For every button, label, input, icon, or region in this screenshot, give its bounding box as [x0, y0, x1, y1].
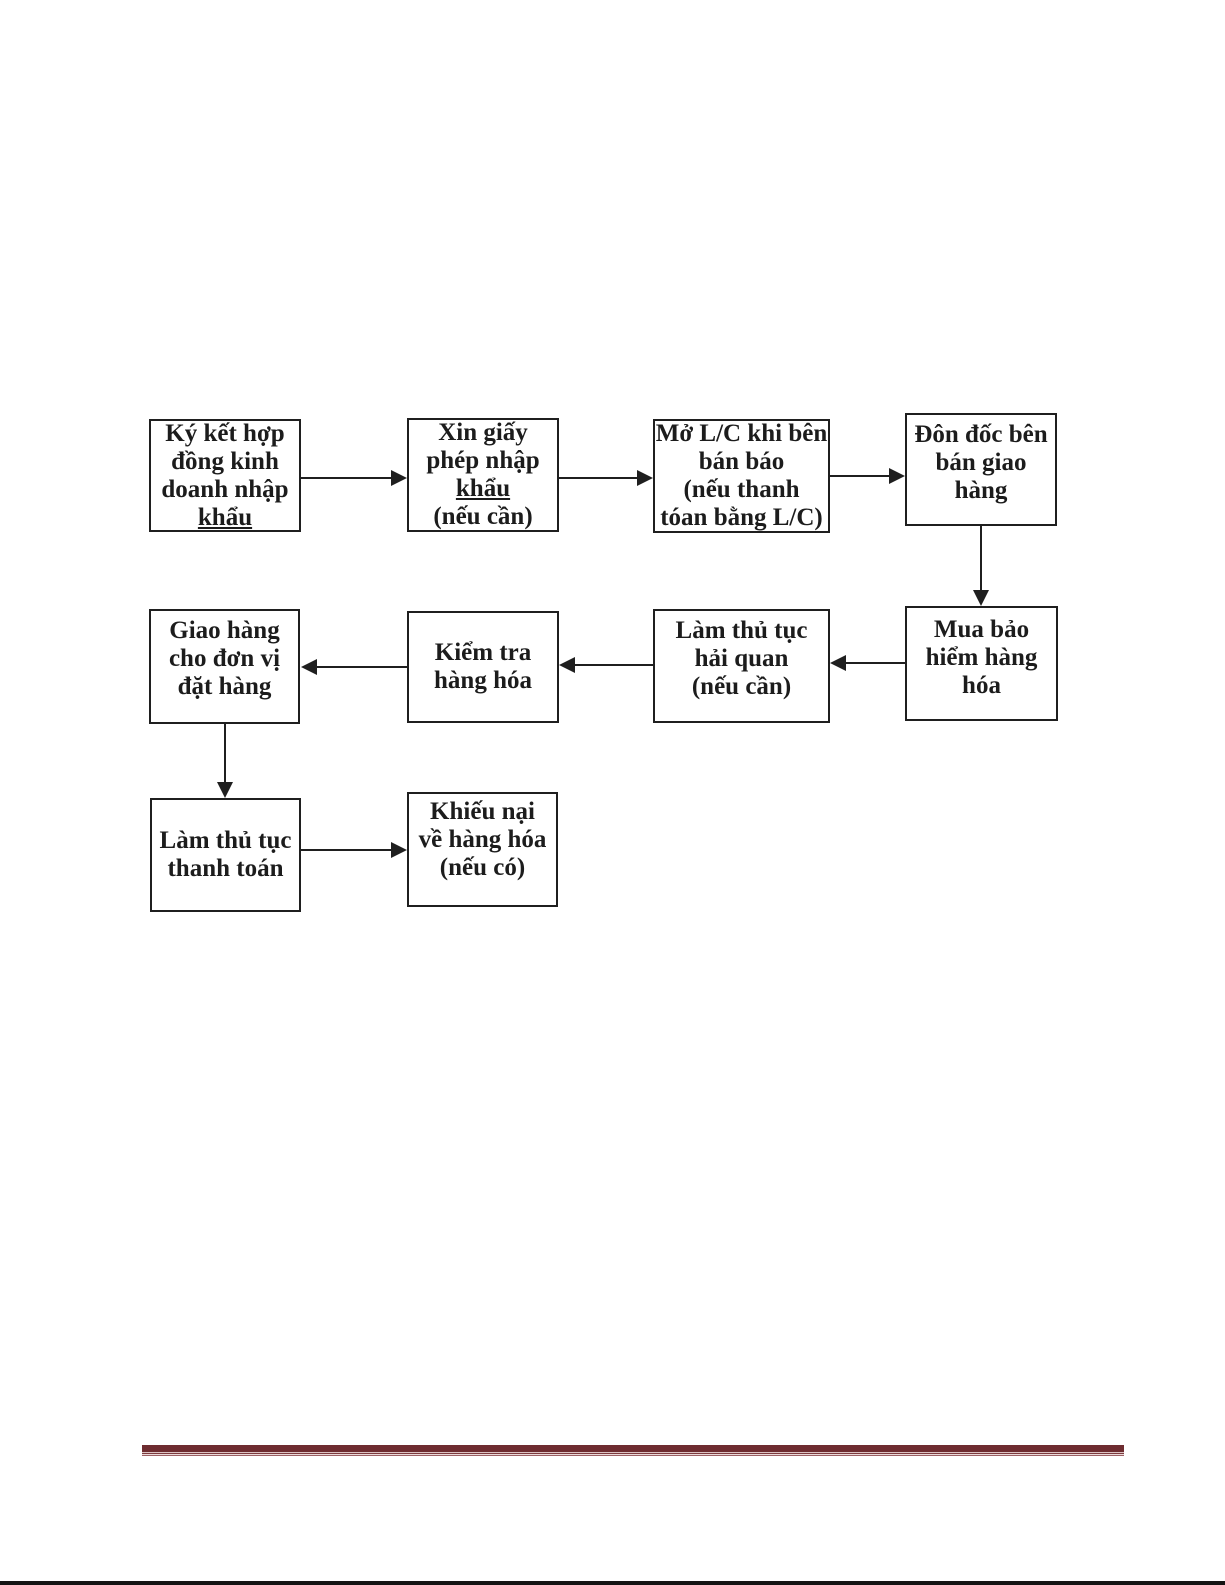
node-text-line: (nếu có) [439, 854, 526, 881]
node-text-line: đồng kinh [171, 447, 279, 475]
arrow-n3-n4 [830, 475, 891, 477]
node-text-line: thanh toán [167, 855, 284, 882]
flow-node-urge-seller-delivery: Đôn đốc bên bán giao hàng [905, 413, 1057, 526]
arrow-n5-n6 [846, 662, 905, 664]
arrowhead-n2-n3 [637, 470, 653, 486]
flow-node-payment-procedures: Làm thủ tục thanh toán [150, 798, 301, 912]
flow-node-inspect-goods: Kiểm tra hàng hóa [407, 611, 559, 723]
node-text-line: phép nhập [426, 447, 540, 474]
node-text-line: Đôn đốc bên [914, 421, 1048, 448]
node-text-line: hải quan [694, 645, 789, 672]
node-text-line: hàng hóa [434, 667, 532, 694]
arrow-n4-n5 [980, 526, 982, 592]
node-text-line: Mở L/C khi bên [655, 420, 828, 447]
node-text-line: (nếu cần) [433, 503, 533, 530]
node-text-line: Khiếu nại [430, 798, 535, 825]
node-text-line: Làm thủ tục [675, 617, 808, 644]
node-text-line: Xin giấy [438, 419, 528, 446]
arrowhead-n9-n10 [391, 842, 407, 858]
arrowhead-n5-n6 [830, 655, 846, 671]
arrow-n6-n7 [575, 664, 653, 666]
arrowhead-n3-n4 [889, 468, 905, 484]
node-text-line: Giao hàng [169, 617, 280, 644]
arrowhead-n1-n2 [391, 470, 407, 486]
node-text-line: hiểm hàng [925, 644, 1038, 671]
node-text-line: Mua bảo [933, 616, 1030, 643]
node-text-line: tóan bằng L/C) [660, 504, 823, 531]
arrow-n7-n8 [317, 666, 407, 668]
node-text-line: khẩu [455, 475, 511, 502]
flow-node-customs-procedures: Làm thủ tục hải quan (nếu cần) [653, 609, 830, 723]
footer-divider-rule [142, 1445, 1124, 1457]
node-text-line: bán giao [935, 449, 1027, 476]
node-text-line: hóa [962, 672, 1001, 699]
flow-node-sign-import-contract: Ký kết hợp đồng kinh doanh nhập khẩu [149, 419, 301, 532]
flow-node-request-import-license: Xin giấy phép nhập khẩu (nếu cần) [407, 418, 559, 532]
node-text-line: Kiểm tra [434, 639, 532, 666]
node-text-line: cho đơn vị [168, 645, 281, 672]
arrowhead-n8-n9 [217, 782, 233, 798]
node-text-line: khẩu [197, 503, 253, 531]
node-text-line: Làm thủ tục [159, 827, 292, 854]
node-text-line: doanh nhập [161, 475, 289, 503]
arrow-n9-n10 [301, 849, 393, 851]
node-text-line: Ký kết hợp [165, 419, 285, 447]
arrow-n8-n9 [224, 724, 226, 784]
flow-node-buy-cargo-insurance: Mua bảo hiểm hàng hóa [905, 606, 1058, 721]
node-text-line: hàng [954, 477, 1008, 504]
arrowhead-n6-n7 [559, 657, 575, 673]
flow-node-goods-complaint: Khiếu nại về hàng hóa (nếu có) [407, 792, 558, 907]
node-text-line: (nếu cần) [691, 673, 792, 700]
flow-node-deliver-to-orderer: Giao hàng cho đơn vị đặt hàng [149, 609, 300, 724]
node-text-line: về hàng hóa [418, 826, 547, 853]
bottom-edge-strip [0, 1581, 1225, 1585]
node-text-line: (nếu thanh [683, 476, 800, 503]
node-text-line: bán báo [698, 448, 785, 475]
arrow-n2-n3 [559, 477, 639, 479]
flow-node-open-lc: Mở L/C khi bên bán báo (nếu thanh tóan b… [653, 419, 830, 533]
arrow-n1-n2 [301, 477, 393, 479]
arrowhead-n4-n5 [973, 590, 989, 606]
node-text-line: đặt hàng [177, 673, 272, 700]
arrowhead-n7-n8 [301, 659, 317, 675]
